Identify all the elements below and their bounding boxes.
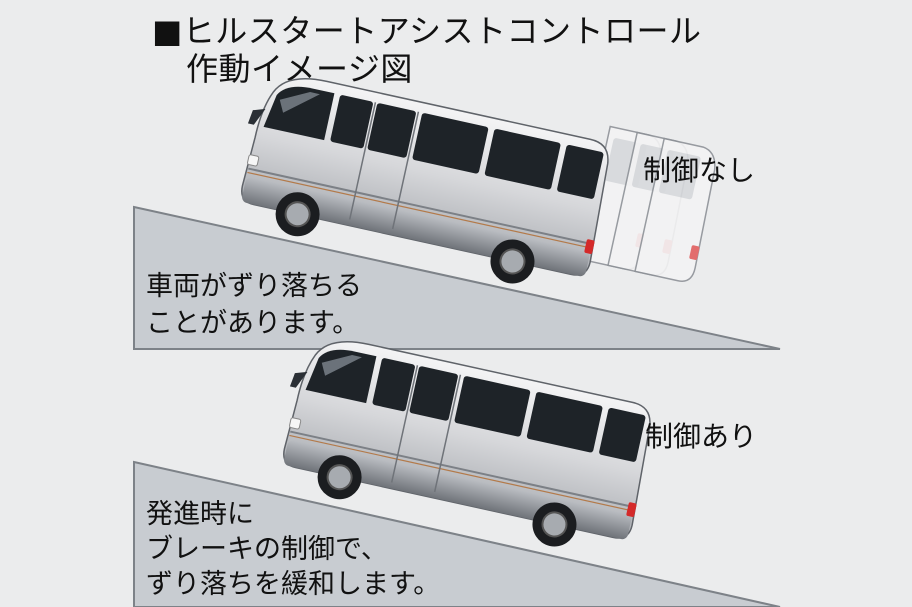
label-with-control: 制御あり [645,420,758,453]
caption-top-line2: ことがあります。 [146,308,360,339]
caption-bottom-line2: ブレーキの制御で、 [146,534,388,565]
title-marker: ■ [152,12,183,50]
caption-bottom-line3: ずり落ちを緩和します。 [146,569,441,600]
caption-top-line1: 車両がずり落ちる [146,271,362,302]
label-no-control: 制御なし [643,154,756,187]
diagram-title: ■ヒルスタートアシストコントロール 作動イメージ図 [152,12,701,88]
slope-bottom [133,460,781,607]
caption-bottom-line1: 発進時に [146,499,254,530]
slope-top [133,205,781,350]
title-line1: ヒルスタートアシストコントロール [182,12,702,50]
